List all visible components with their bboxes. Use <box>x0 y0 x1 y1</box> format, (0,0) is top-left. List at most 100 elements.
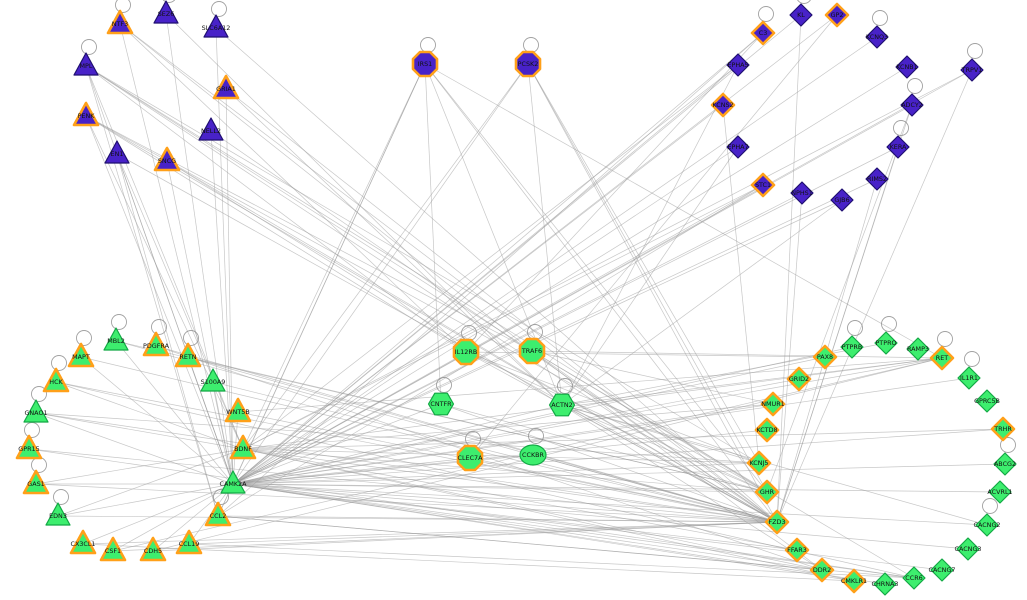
node-ret[interactable] <box>929 345 955 371</box>
node-label-gnao1: GNAO1 <box>24 409 47 417</box>
node-trhr[interactable] <box>990 416 1016 442</box>
node-ffar3[interactable] <box>784 537 810 563</box>
node-epha7[interactable] <box>726 135 750 159</box>
node-nphs1[interactable] <box>790 181 814 205</box>
node-ccr6[interactable] <box>902 566 926 590</box>
edge-gpr15-ccr6 <box>28 448 915 579</box>
node-cmklr1[interactable] <box>841 568 867 594</box>
node-cacng2[interactable] <box>975 513 999 537</box>
node-s100a9[interactable] <box>200 368 226 392</box>
node-sez6[interactable] <box>153 0 179 24</box>
node-gp2[interactable] <box>824 2 850 28</box>
node-mapt[interactable] <box>67 342 95 368</box>
node-clec7a[interactable] <box>456 444 484 472</box>
node-ptpro[interactable] <box>874 331 898 355</box>
node-kl[interactable] <box>789 3 813 27</box>
node-bdnf[interactable] <box>229 434 257 460</box>
edge-ccl2-ddr2 <box>217 515 823 571</box>
edge-kera-fzd3 <box>776 146 899 523</box>
node-label-sncg: SNCG <box>158 157 176 165</box>
node-il12rb[interactable] <box>452 338 480 366</box>
node-traf6[interactable] <box>518 337 546 365</box>
node-hck[interactable] <box>42 367 70 393</box>
node-stc1[interactable] <box>750 172 776 198</box>
edge-bdnf-cmklr1 <box>242 448 855 582</box>
node-gprc5b[interactable] <box>975 389 999 413</box>
node-cdh5[interactable] <box>139 536 167 562</box>
node-pax8[interactable] <box>812 344 838 370</box>
self-loop-ptprb <box>847 320 863 336</box>
node-mpl[interactable] <box>73 52 99 76</box>
node-label-cacng7: CACNG7 <box>929 566 956 574</box>
node-chrna3[interactable] <box>873 572 897 596</box>
edge-camk2a-cacng7 <box>232 483 943 571</box>
node-ramp3[interactable] <box>906 337 930 361</box>
node-cacng7[interactable] <box>930 558 954 582</box>
node-fzd3[interactable] <box>764 509 790 535</box>
node-actn2[interactable] <box>548 393 576 417</box>
node-adcy2[interactable] <box>900 93 924 117</box>
edge-penk-bdnf <box>85 115 244 450</box>
edge-actn2-camk2a <box>232 404 563 485</box>
node-slc6a12[interactable] <box>203 14 229 38</box>
node-wnt5b[interactable] <box>224 397 252 423</box>
node-label-ghr: GHR <box>760 488 775 496</box>
edge-sncg-camk2a <box>166 160 234 485</box>
node-en1[interactable] <box>104 140 130 164</box>
node-gjb6[interactable] <box>830 188 854 212</box>
node-acvrl1[interactable] <box>988 480 1012 504</box>
node-grid2[interactable] <box>786 366 812 392</box>
node-cacng3[interactable] <box>956 537 980 561</box>
node-gpr15[interactable] <box>15 434 43 460</box>
node-kcnj5[interactable] <box>746 450 772 476</box>
node-sncg[interactable] <box>153 146 181 172</box>
node-epha5[interactable] <box>726 53 750 77</box>
node-ccl2[interactable] <box>204 501 232 527</box>
node-csf1[interactable] <box>99 536 127 562</box>
node-nell2[interactable] <box>198 117 224 141</box>
edge-gas1-bdnf <box>35 448 244 485</box>
node-ntf3[interactable] <box>106 9 134 35</box>
node-cntfr[interactable] <box>427 392 455 416</box>
edge-ccl19-fzd3 <box>188 521 778 545</box>
node-irs1[interactable] <box>411 50 439 78</box>
node-ptprb[interactable] <box>840 335 864 359</box>
node-kera[interactable] <box>886 135 910 159</box>
node-pdgfra[interactable] <box>142 331 170 357</box>
node-edn3[interactable] <box>45 502 71 526</box>
node-il1r1[interactable] <box>957 366 981 390</box>
node-retn[interactable] <box>174 342 202 368</box>
node-c3[interactable] <box>750 20 776 46</box>
node-trpv1[interactable] <box>960 58 984 82</box>
node-kcnb1[interactable] <box>895 55 919 79</box>
node-label-pcsk2: PCSK2 <box>518 60 539 68</box>
node-kcnq3[interactable] <box>865 25 889 49</box>
edge-mpl-fzd3 <box>85 65 778 523</box>
edge-actn2-kcnj5 <box>561 404 760 464</box>
edge-mpl-il12rb <box>85 65 467 353</box>
node-rims2[interactable] <box>865 167 889 191</box>
node-ghr[interactable] <box>754 479 780 505</box>
node-nmur1[interactable] <box>760 391 786 417</box>
edge-traf6-fzd3 <box>531 350 778 523</box>
node-pcsk2[interactable] <box>514 50 542 78</box>
edge-en1-ccl2 <box>116 153 219 517</box>
edge-irs1-fzd3 <box>424 63 778 523</box>
node-abcg2[interactable] <box>993 452 1017 476</box>
node-gria1[interactable] <box>212 74 240 100</box>
edge-camk2a-ddr2 <box>232 483 823 571</box>
node-cckbr[interactable] <box>519 444 547 466</box>
node-mbl2[interactable] <box>103 327 129 351</box>
node-gnao1[interactable] <box>23 399 49 423</box>
self-loop-gnao1 <box>31 386 47 402</box>
node-penk[interactable] <box>72 101 100 127</box>
node-ccl19[interactable] <box>175 529 203 555</box>
node-kctd8[interactable] <box>754 417 780 443</box>
node-gas1[interactable] <box>22 469 50 495</box>
node-ddr2[interactable] <box>809 557 835 583</box>
node-camk2a[interactable] <box>220 470 246 494</box>
self-loop-ret <box>937 331 953 347</box>
node-kcns2[interactable] <box>710 92 736 118</box>
node-cx3cl1[interactable] <box>69 529 97 555</box>
